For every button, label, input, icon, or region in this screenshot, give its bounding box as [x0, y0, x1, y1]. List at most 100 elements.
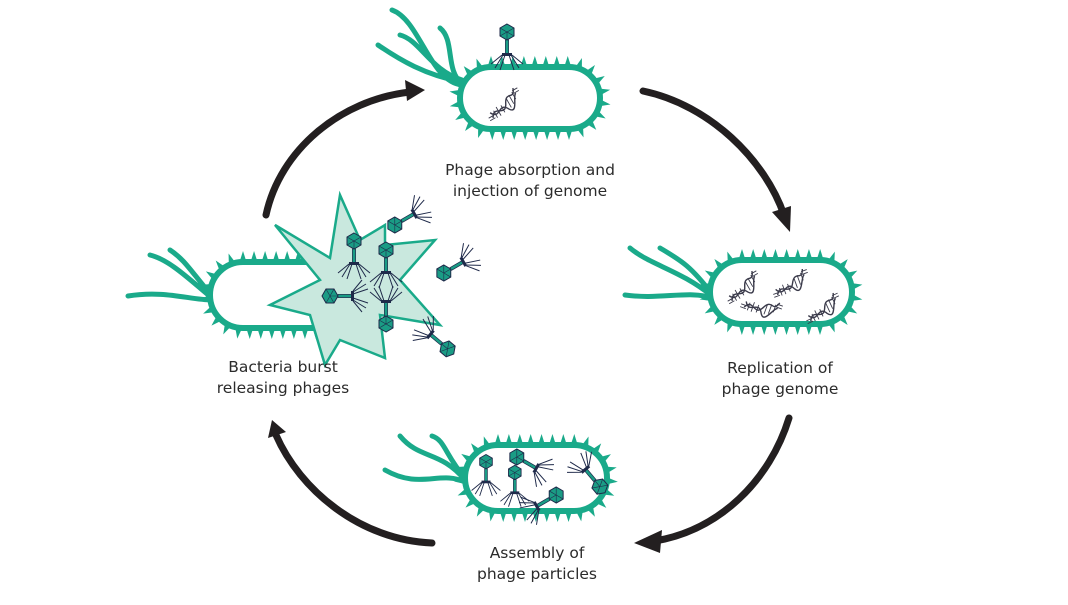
- cell-spike: [203, 305, 215, 314]
- cell-spike: [476, 58, 484, 71]
- cell-spike: [250, 251, 258, 262]
- cell-spike: [478, 126, 485, 138]
- cell-spike: [516, 434, 524, 445]
- cell-spike: [850, 283, 863, 290]
- cell-spike: [738, 323, 746, 335]
- cell-spike: [487, 56, 495, 67]
- cell-spike: [223, 322, 232, 335]
- flagella: [622, 245, 715, 301]
- cell-spike: [593, 76, 605, 85]
- label-line: releasing phages: [216, 379, 350, 397]
- cell-spike: [794, 249, 802, 260]
- cell-spike: [246, 328, 254, 339]
- cell-spike: [585, 64, 595, 76]
- cell-spike: [704, 304, 716, 314]
- cell-spike: [532, 511, 540, 522]
- cell-spike: [699, 282, 712, 290]
- cell-spike: [564, 56, 572, 67]
- cell-spike: [476, 505, 486, 517]
- cell-spike: [200, 283, 212, 291]
- cell-spike: [783, 324, 791, 335]
- cell-spike: [805, 324, 813, 335]
- label-line: phage particles: [477, 565, 597, 583]
- cell-spike: [727, 251, 735, 264]
- cell-spike: [205, 271, 218, 281]
- cell-spike: [850, 294, 863, 302]
- cell-spike: [228, 253, 236, 265]
- cell-spike: [499, 511, 507, 522]
- bacterium-replication: [622, 245, 863, 335]
- cell-spike: [461, 453, 473, 463]
- cell-spike: [816, 249, 824, 261]
- cell-spike: [465, 497, 476, 508]
- cell-spike: [494, 434, 502, 445]
- cell-spike: [521, 511, 529, 522]
- cell-spike: [594, 110, 606, 119]
- cell-spike: [455, 111, 467, 120]
- cell-spike: [520, 56, 528, 67]
- cell-spike: [294, 251, 302, 262]
- cell-spike: [699, 294, 712, 301]
- label-line: injection of genome: [452, 182, 608, 200]
- cell-spike: [749, 324, 757, 335]
- cell-spike: [471, 443, 481, 455]
- cell-spike: [805, 249, 813, 260]
- label-line: Assembly of: [489, 544, 585, 562]
- arrow-assembly-to-burst: [268, 420, 436, 547]
- cell-spike: [457, 487, 470, 496]
- cell-spike: [211, 315, 222, 326]
- cell-spike: [272, 251, 280, 262]
- cell-spike: [771, 249, 779, 260]
- cell-spike: [570, 434, 578, 446]
- cell-spike: [301, 328, 309, 339]
- cell-spike: [215, 260, 226, 272]
- cell-spike: [591, 443, 602, 455]
- cell-spikes: [699, 249, 863, 335]
- cell-spike: [510, 129, 518, 140]
- cell-spike: [463, 66, 474, 77]
- flagella: [382, 433, 468, 485]
- cell-spike: [794, 324, 802, 335]
- stage-label-absorption: Phage absorption and injection of genome: [410, 160, 650, 202]
- cell-spike: [505, 434, 513, 445]
- cell-spike: [239, 251, 247, 262]
- cell-spike: [816, 324, 824, 335]
- cell-spike: [704, 270, 717, 279]
- cell-spike: [199, 294, 211, 302]
- cell-spike: [449, 89, 461, 97]
- cell-spike: [727, 320, 735, 333]
- stage-label-burst: Bacteria burst releasing phages: [178, 357, 388, 399]
- cell-spike: [465, 120, 475, 132]
- cell-spike: [827, 320, 835, 333]
- cell-spike: [559, 434, 567, 445]
- cell-spike: [483, 436, 491, 448]
- flagella: [125, 247, 215, 303]
- cell-spike: [543, 129, 551, 140]
- cell-spike: [595, 497, 607, 508]
- cell-spike: [738, 249, 746, 260]
- cell-spike: [543, 511, 551, 522]
- stage-label-assembly: Assembly of phage particles: [437, 543, 637, 585]
- cell-spike: [290, 328, 298, 339]
- cell-spike: [586, 119, 597, 130]
- cell-spikes: [449, 56, 611, 140]
- cell-spike: [575, 509, 583, 522]
- cell-spike: [521, 129, 529, 140]
- cell-spike: [257, 328, 265, 339]
- cell-spike: [576, 125, 584, 138]
- cycle-arrows: [262, 80, 793, 553]
- arrow-burst-to-absorption: [262, 80, 425, 219]
- cell-spike: [827, 251, 835, 264]
- arrow-absorption-to-replication: [639, 87, 791, 232]
- cell-spike: [527, 434, 535, 445]
- cell-spike: [454, 77, 466, 86]
- cell-spike: [553, 56, 561, 67]
- cell-spike: [749, 249, 757, 260]
- cell-spike: [760, 324, 768, 335]
- cell-spike: [783, 249, 791, 260]
- cell-spike: [488, 509, 496, 522]
- phage-icon: [428, 239, 486, 292]
- cell-spike: [488, 129, 496, 140]
